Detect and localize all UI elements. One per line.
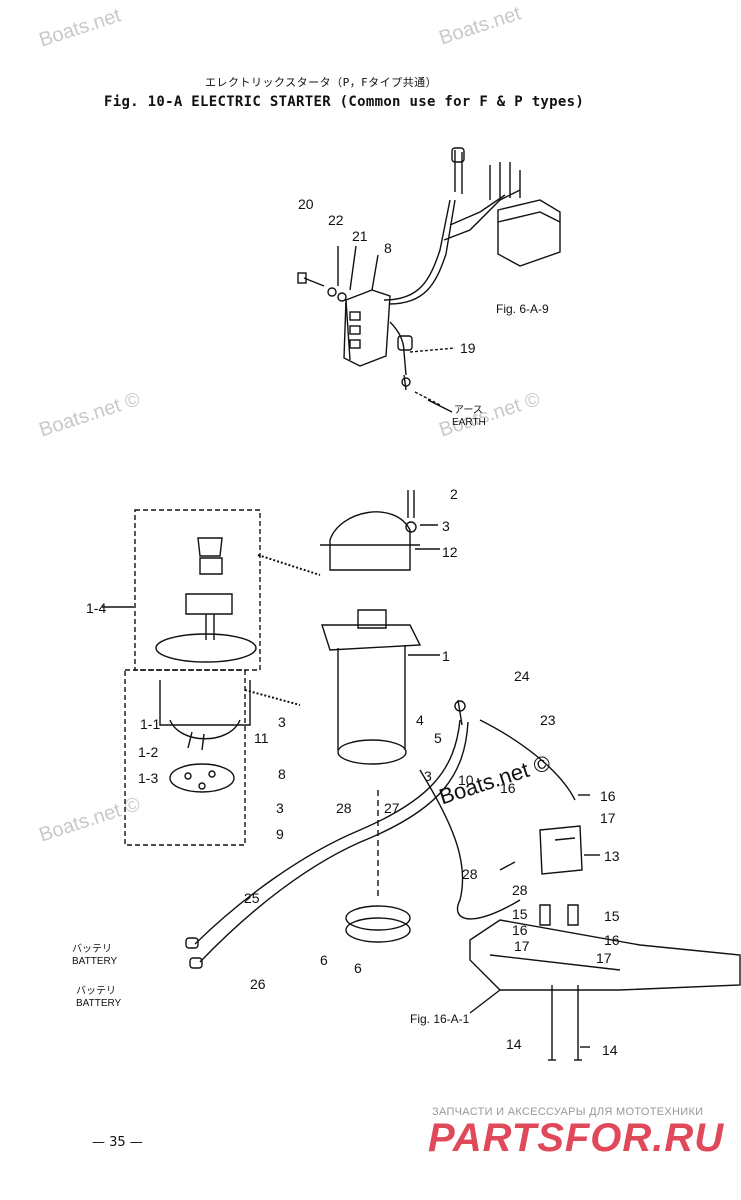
part-label: 28 xyxy=(512,882,528,898)
part-label: 17 xyxy=(514,938,530,954)
battery-label-jp: バッテリ xyxy=(76,986,116,997)
part-label: 23 xyxy=(540,712,556,728)
battery-label: BATTERY xyxy=(76,998,122,1009)
earth-label-jp: アース xyxy=(454,405,483,416)
part-label: 10 xyxy=(458,772,474,788)
rectifier-unit xyxy=(343,189,521,367)
part-label: 6 xyxy=(320,952,328,968)
part-label: 28 xyxy=(462,866,478,882)
part-label: 1-1 xyxy=(140,716,161,732)
title-japanese: エレクトリックスタータ（P，Fタイプ共通） xyxy=(205,76,438,89)
bottom-bracket xyxy=(469,919,741,991)
part-label: 13 xyxy=(604,848,620,864)
part-label: 3 xyxy=(442,518,450,534)
ad-tagline: ЗАПЧАСТИ И АКСЕССУАРЫ ДЛЯ МОТОТЕХНИКИ xyxy=(432,1106,704,1118)
part-label: 20 xyxy=(298,196,314,212)
cable-25 xyxy=(194,719,461,945)
part-label: 22 xyxy=(328,212,344,228)
part-label: 1-4 xyxy=(86,600,107,616)
ref-fig-6: Fig. 6-A-9 xyxy=(496,302,549,316)
part-label: 1-2 xyxy=(138,744,159,760)
part-label: 6 xyxy=(354,960,362,976)
part-label: 16 xyxy=(500,780,516,796)
part-label: 12 xyxy=(442,544,458,560)
detail-box-lower xyxy=(124,669,246,846)
part-label: 25 xyxy=(244,890,260,906)
part-label: 16 xyxy=(604,932,620,948)
part-label: 8 xyxy=(384,240,392,256)
part-label: 11 xyxy=(254,730,269,746)
part-label: 27 xyxy=(384,800,400,816)
starter-relay xyxy=(539,825,583,875)
part-label: 2 xyxy=(450,486,458,502)
battery-label: BATTERY xyxy=(72,956,118,967)
part-label: 16 xyxy=(512,922,528,938)
part-label: 3 xyxy=(278,714,286,730)
part-label: 21 xyxy=(352,228,368,244)
part-label: 15 xyxy=(604,908,620,924)
part-label: 17 xyxy=(596,950,612,966)
part-label: 1 xyxy=(442,648,450,664)
cable-26 xyxy=(199,721,469,963)
ref-fig-16: Fig. 16-A-1 xyxy=(410,1012,470,1026)
detail-box-upper xyxy=(134,509,261,671)
ad-logo: PARTSFOR.RU xyxy=(428,1116,725,1160)
part-label: 5 xyxy=(434,730,442,746)
part-label: 9 xyxy=(276,826,284,842)
part-label: 8 xyxy=(278,766,286,782)
part-label: 17 xyxy=(600,810,616,826)
part-label: 19 xyxy=(460,340,476,356)
part-label: 3 xyxy=(424,768,432,784)
part-label: 16 xyxy=(600,788,616,804)
battery-label-jp: バッテリ xyxy=(72,944,112,955)
part-label: 4 xyxy=(416,712,424,728)
page-number: — 35 — xyxy=(92,1135,143,1150)
part-label: 28 xyxy=(336,800,352,816)
part-label: 26 xyxy=(250,976,266,992)
part-label: 14 xyxy=(506,1036,522,1052)
part-label: 24 xyxy=(514,668,530,684)
part-label: 14 xyxy=(602,1042,618,1058)
page-title: Fig. 10-A ELECTRIC STARTER (Common use f… xyxy=(104,94,585,110)
connector-block xyxy=(451,147,561,267)
part-label: 15 xyxy=(512,906,528,922)
earth-label: EARTH xyxy=(452,417,486,428)
earth-lead xyxy=(389,321,407,376)
part-label: 1-3 xyxy=(138,770,159,786)
starter-motor xyxy=(320,490,422,765)
part-label: 3 xyxy=(276,800,284,816)
